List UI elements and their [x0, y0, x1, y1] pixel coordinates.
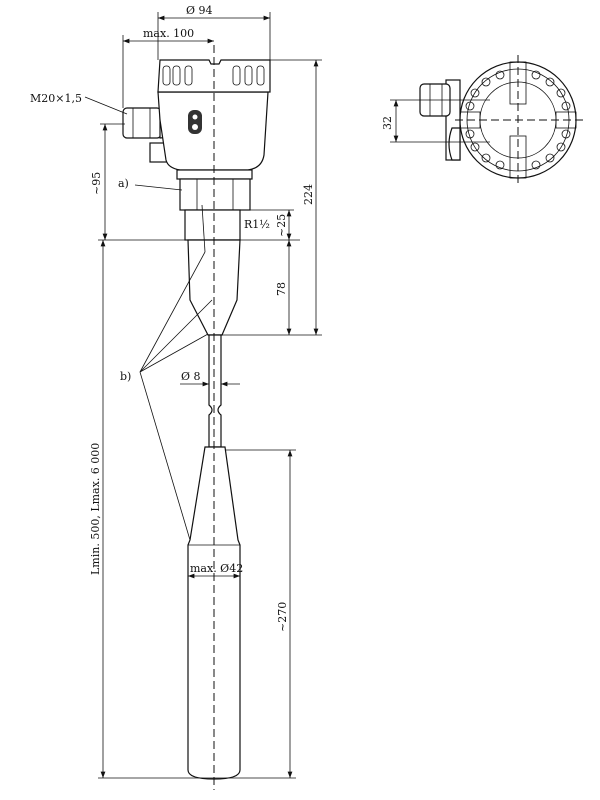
- dimensions: [84, 12, 322, 779]
- dim-78: 78: [275, 282, 288, 296]
- dim-diameter-42: max. Ø42: [190, 562, 243, 575]
- label-m20: M20×1,5: [30, 92, 82, 105]
- dim-32: 32: [381, 116, 394, 130]
- dim-270: ~270: [276, 602, 289, 632]
- dimension-labels: Ø 94 max. 100 M20×1,5 a) b) R1½ ~95 ~25 …: [30, 4, 394, 632]
- top-view: [390, 55, 585, 185]
- label-b: b): [120, 370, 131, 383]
- dim-95: ~95: [90, 172, 103, 195]
- thread: [184, 209, 241, 241]
- dim-224: 224: [302, 184, 315, 205]
- dim-25: ~25: [275, 214, 288, 237]
- cable-gland: [122, 107, 162, 139]
- hex-nut: [179, 178, 251, 211]
- dim-max-100: max. 100: [143, 27, 194, 40]
- display-window: [188, 110, 202, 134]
- side-view: [122, 45, 271, 790]
- dim-diameter-94: Ø 94: [186, 4, 213, 17]
- rope-rod: [208, 334, 222, 448]
- dim-length-range: Lmin. 500, Lmax. 6 000: [89, 443, 102, 575]
- label-thread: R1½: [244, 218, 270, 231]
- housing: [157, 91, 269, 171]
- label-a: a): [118, 177, 129, 190]
- dim-diameter-8: Ø 8: [181, 370, 201, 383]
